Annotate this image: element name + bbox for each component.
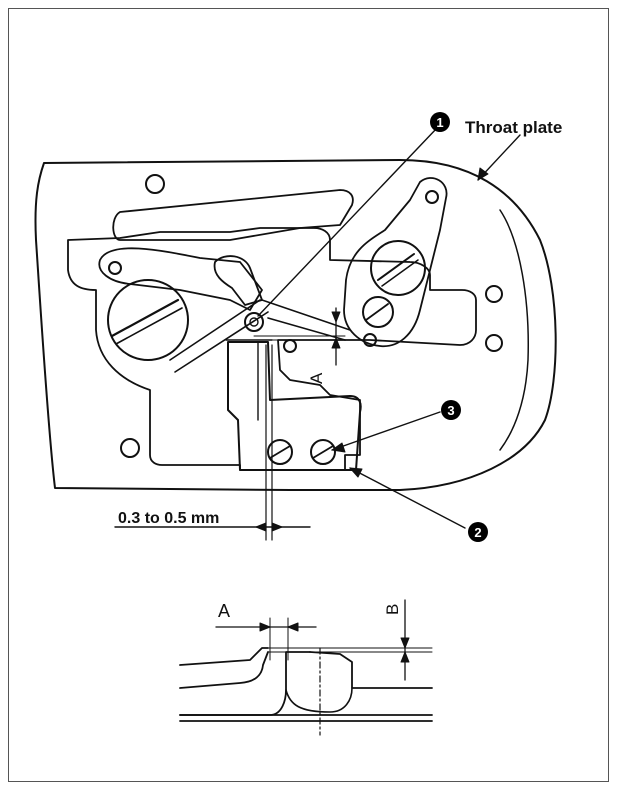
diagonal-rod [169,299,269,373]
callout-3: 3 [441,400,461,420]
callout-2: 2 [468,522,488,542]
needle-guard [227,341,362,471]
leader-1 [257,127,438,317]
right-arm [343,177,448,348]
upper-link [112,189,354,241]
pivot-right-arm [425,190,439,204]
dim-a-bottom-label: A [218,601,230,621]
callout-1-number: 1 [436,115,443,130]
leader-3 [331,411,441,451]
pivot-lower-right [363,333,377,347]
right-lower-screw [362,296,394,328]
cross-section-detail [179,647,433,736]
pivot-small [283,339,297,353]
pivot-left [108,261,122,275]
callout-3-number: 3 [447,403,454,418]
part-1-screw [244,312,264,332]
dim-a-top-label: A [307,372,326,384]
plate-recess [67,227,477,471]
guard-screw-right [310,439,336,465]
plate-inner-edge [499,209,529,451]
figure-frame [8,8,609,782]
clearance-label: 0.3 to 0.5 mm [118,510,219,527]
callout-2-number: 2 [474,525,481,540]
throat-plate-label: Throat plate [465,118,562,137]
dim-b-label: B [383,604,402,615]
hole-left [120,438,140,458]
right-upper-screw [370,240,426,296]
hole-right-2 [485,334,503,352]
hole-top-left [145,174,165,194]
throat-plate-outline [34,159,557,491]
hole-right-1 [485,285,503,303]
guard-screw-left [267,439,293,465]
leader-2 [349,467,466,529]
left-lever [98,247,263,311]
hook-arm [213,255,263,306]
callout-1: 1 [430,112,450,132]
large-left-screw-slot [110,298,180,338]
large-left-screw [107,279,189,361]
